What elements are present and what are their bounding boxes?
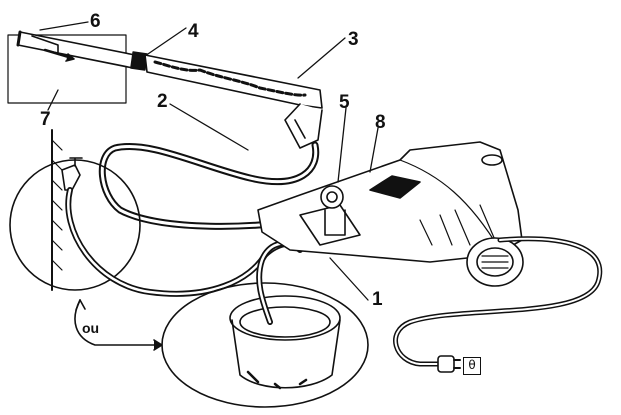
label-8: 8 <box>375 112 386 133</box>
power-cord <box>393 236 603 367</box>
wheel <box>466 237 524 287</box>
plug-symbol: θ <box>463 357 481 375</box>
pressure-washer-body <box>257 141 523 263</box>
spray-gun <box>144 54 323 149</box>
label-ou: ou <box>82 320 100 336</box>
pressure-gauge <box>320 185 346 236</box>
label-7: 7 <box>40 109 51 130</box>
power-plug <box>437 355 461 373</box>
label-6: 6 <box>90 11 101 32</box>
lance-detail-box <box>7 34 127 104</box>
label-1: 1 <box>372 289 383 310</box>
ou-arrows <box>74 299 163 351</box>
leader-lines <box>39 21 379 301</box>
label-3: 3 <box>348 29 359 50</box>
high-pressure-hose <box>98 141 320 230</box>
spray-lance <box>16 30 136 69</box>
label-5: 5 <box>339 92 350 113</box>
bucket-detail-circle <box>161 240 369 408</box>
label-4: 4 <box>188 21 199 42</box>
label-2: 2 <box>157 91 168 112</box>
tap-detail-circle <box>9 129 141 291</box>
